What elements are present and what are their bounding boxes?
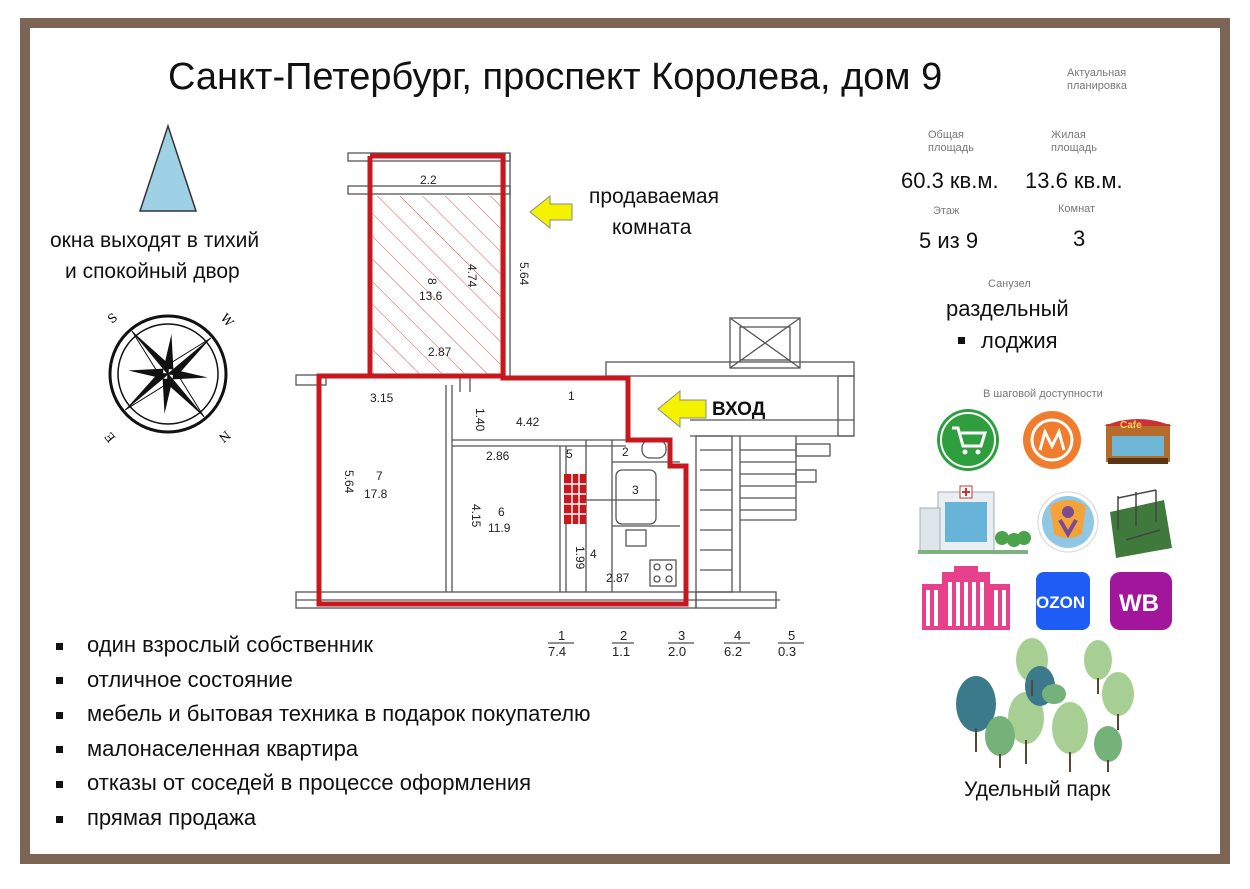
bathroom-value: раздельный	[946, 296, 1069, 321]
floor-value: 5 из 9	[919, 228, 979, 253]
room5-number: 5	[566, 447, 573, 461]
sold-room-arrow-icon	[529, 194, 573, 230]
building-walls	[295, 152, 855, 609]
loggia-value: лоджия	[981, 328, 1058, 353]
dim-room8-side: 5.64	[517, 262, 531, 286]
legend-num-5: 5	[788, 628, 795, 643]
dim-room8-side-b: 4.74	[465, 264, 479, 288]
compass-letter-s: S	[105, 310, 120, 326]
dim-room4-side: 1.99	[573, 546, 587, 570]
total-area-value: 60.3 кв.м.	[901, 168, 999, 193]
dim-corridor-len: 4.42	[516, 415, 540, 429]
total-area-label: Общая площадь	[928, 129, 974, 154]
feature-text: прямая продажа	[87, 804, 257, 830]
room1-number: 1	[568, 389, 575, 403]
loggia-bullet	[958, 337, 965, 344]
walking-distance-label: В шаговой доступности	[983, 388, 1103, 400]
legend-val-2: 1.1	[612, 644, 630, 659]
supermarket-cart-icon	[937, 409, 999, 471]
room6-area: 11.9	[488, 521, 511, 535]
feature-item: малонаселенная квартира	[56, 732, 591, 767]
dim-corridor-w: 1.40	[473, 408, 487, 432]
wb-text: WB	[1119, 590, 1159, 617]
cafe-sign-text: Cafe	[1120, 420, 1142, 431]
dim-room4-bottom: 2.87	[606, 571, 630, 585]
room4-number: 4	[590, 547, 597, 561]
room7-area: 17.8	[364, 487, 388, 501]
sports-ground-icon	[1110, 489, 1172, 558]
room6-number: 6	[498, 505, 505, 519]
park-trees-icon	[956, 638, 1134, 772]
feature-item: прямая продажа	[56, 801, 591, 836]
feature-item: один взрослый собственник	[56, 628, 591, 663]
dim-room7-side: 5.64	[342, 470, 356, 494]
actual-layout-label: Актуальная планировка	[1067, 67, 1127, 92]
ozon-icon: OZON	[1036, 572, 1090, 630]
legend-num-4: 4	[734, 628, 741, 643]
hospital-icon	[918, 485, 1031, 554]
room8-area: 13.6	[419, 289, 443, 303]
legend-val-4: 6.2	[724, 644, 742, 659]
dim-room6-top: 2.86	[486, 449, 510, 463]
entrance-label: ВХОД	[712, 399, 766, 420]
compass-letter-w: W	[218, 311, 237, 330]
wb-icon: WB	[1110, 572, 1172, 630]
living-area-label: Жилая площадь	[1051, 129, 1097, 154]
room3-number: 3	[632, 483, 639, 497]
fitness-icon	[1037, 491, 1099, 553]
legend-num-3: 3	[678, 628, 685, 643]
feature-text: мебель и бытовая техника в подарок покуп…	[87, 701, 591, 727]
feature-text: отличное состояние	[87, 666, 293, 692]
features-list: один взрослый собственник отличное состо…	[56, 628, 591, 836]
legend-num-2: 2	[620, 628, 627, 643]
feature-text: один взрослый собственник	[87, 632, 373, 657]
windows-text-line1: окна выходят в тихий	[50, 229, 260, 252]
feature-text: малонаселенная квартира	[87, 735, 359, 761]
feature-item: отличное состояние	[56, 663, 591, 698]
rooms-label: Комнат	[1058, 203, 1096, 215]
dim-room6-side: 4.15	[469, 504, 483, 528]
room8-number: 8	[425, 278, 439, 285]
park-label: Удельный парк	[964, 778, 1111, 801]
window-direction-triangle-icon	[138, 123, 198, 212]
plan-legend: 1 7.4 2 1.1 3 2.0 4 6.2 5 0.3	[548, 628, 804, 659]
metro-icon	[1023, 411, 1081, 469]
legend-val-3: 2.0	[668, 644, 686, 659]
dim-room8-bottom: 2.87	[428, 345, 452, 359]
cafe-icon: Cafe	[1104, 419, 1172, 464]
compass-letter-n: N	[216, 428, 233, 445]
ozon-text: OZON	[1036, 593, 1085, 612]
feature-item: отказы от соседей в процессе оформления	[56, 766, 591, 801]
legend-val-1: 7.4	[548, 644, 566, 659]
windows-text-line2: и спокойный двор	[65, 260, 240, 283]
apartment-outline	[316, 153, 689, 607]
room7-number: 7	[376, 469, 383, 483]
feature-item: мебель и бытовая техника в подарок покуп…	[56, 697, 591, 732]
compass-rose-icon: S W E N	[102, 310, 237, 445]
sold-room-line1: продаваемая	[589, 185, 719, 208]
room2-number: 2	[622, 445, 629, 459]
entrance-arrow-icon	[657, 389, 707, 429]
legend-num-1: 1	[558, 628, 565, 643]
legend-val-5: 0.3	[778, 644, 796, 659]
page-title: Санкт-Петербург, проспект Королева, дом …	[168, 56, 943, 98]
rooms-value: 3	[1073, 226, 1086, 251]
bathroom-label: Санузел	[988, 278, 1031, 290]
dim-room7-top: 3.15	[370, 391, 394, 405]
mall-icon	[922, 566, 1010, 630]
sold-room-line2: комната	[612, 216, 692, 239]
dim-top-width: 2.2	[420, 173, 437, 187]
sold-room-hatch	[373, 196, 501, 374]
wardrobe-block	[564, 474, 586, 524]
feature-text: отказы от соседей в процессе оформления	[87, 770, 532, 796]
living-area-value: 13.6 кв.м.	[1025, 168, 1123, 193]
floor-label: Этаж	[933, 205, 960, 217]
compass-letter-e: E	[102, 429, 118, 445]
